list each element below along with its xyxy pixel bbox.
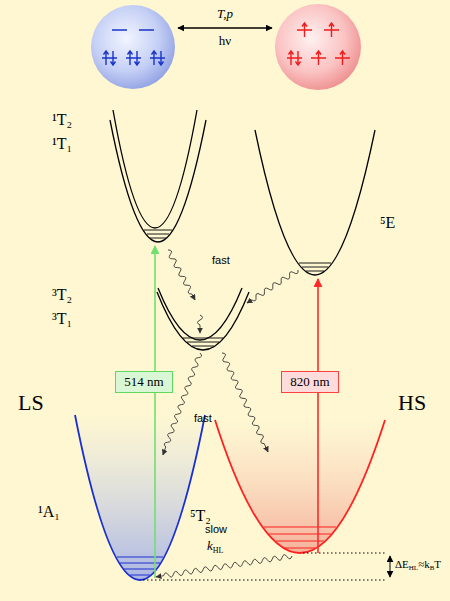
- wavelength-box: 514 nm: [115, 371, 172, 393]
- low-spin-curve: [75, 415, 205, 580]
- excited-state-curves: [110, 110, 375, 350]
- term-symbol: ¹T₂: [52, 112, 72, 128]
- vibrational-levels: [144, 230, 331, 346]
- rate-label: slow: [205, 524, 227, 535]
- dotted-line: [303, 553, 386, 554]
- spin-down-arrow: [135, 51, 140, 65]
- excitation-arrow: [317, 279, 319, 553]
- spin-up-arrow: [128, 51, 133, 65]
- low-spin-vibrational-levels: [117, 557, 163, 575]
- potential-curve: [158, 288, 242, 340]
- vibrational-level: [299, 263, 331, 271]
- rate-label: fast: [194, 413, 212, 424]
- energy-gap-label: ≈k: [418, 559, 430, 570]
- term-symbol: ³T₁: [52, 311, 72, 327]
- excitation-arrow: [154, 246, 156, 578]
- low-spin-sphere: [91, 5, 175, 89]
- relaxation-arrows: [156, 250, 298, 577]
- term-symbol: ¹A₁: [38, 504, 60, 520]
- term-symbol: ¹T₁: [52, 136, 72, 152]
- low-spin-well-shading: [75, 415, 205, 580]
- term-symbol: ⁵T₂: [190, 508, 211, 524]
- wavelength-box: 820 nm: [281, 371, 338, 393]
- spin-state-label: HS: [398, 392, 426, 414]
- spin-up-arrow: [316, 51, 321, 65]
- subscript: HL: [409, 565, 418, 572]
- term-symbol: ³T₂: [52, 287, 72, 303]
- high-spin-sphere: [275, 4, 361, 90]
- wavy-arrow: [168, 250, 195, 300]
- spin-up-arrow: [302, 23, 307, 37]
- t2g-levels: [102, 57, 165, 58]
- rate-label: fast: [212, 255, 230, 266]
- condition-label: T,p: [217, 7, 233, 20]
- subscript: B: [430, 565, 435, 572]
- spin-down-arrow: [296, 51, 301, 65]
- potential-curve: [110, 120, 206, 242]
- spin-up-arrow: [340, 51, 345, 65]
- potential-curve: [255, 130, 375, 275]
- potential-curve: [113, 110, 197, 228]
- high-spin-vibrational-levels: [264, 527, 336, 548]
- vibrational-level: [183, 338, 223, 346]
- wavelength-label: 514 nm: [124, 375, 163, 389]
- eg-levels: [297, 29, 339, 30]
- energy-gap-label: ΔE: [395, 559, 409, 570]
- wavy-arrow: [198, 315, 203, 333]
- wavy-arrow: [163, 353, 202, 455]
- wavy-arrow: [222, 353, 268, 452]
- rate-constant: k: [207, 539, 213, 552]
- wavelength-label: 820 nm: [290, 375, 329, 389]
- vibrational-level: [264, 527, 336, 548]
- spin-down-arrow: [111, 51, 116, 65]
- low-spin-orbitals: [102, 30, 165, 65]
- high-spin-orbitals: [287, 23, 350, 65]
- spin-up-arrow: [289, 51, 294, 65]
- dotted-line: [143, 580, 386, 581]
- wavy-arrow: [247, 270, 298, 303]
- eg-levels: [112, 29, 154, 30]
- spin-state-label: LS: [18, 392, 44, 414]
- high-spin-well-shading: [215, 420, 385, 553]
- equilibrium-arrow: [178, 27, 272, 28]
- energy-gap-arrow: [390, 556, 391, 577]
- spin-up-arrow: [329, 23, 334, 37]
- energy-gap-lines: [143, 553, 386, 580]
- spin-down-arrow: [159, 51, 164, 65]
- spin-up-arrow: [152, 51, 157, 65]
- energy-gap-label: T: [434, 559, 441, 570]
- spin-up-arrow: [104, 51, 109, 65]
- vibrational-level: [117, 557, 163, 575]
- term-symbol: ⁵E: [380, 215, 395, 231]
- vibrational-level: [144, 230, 172, 238]
- wavy-arrow: [156, 555, 292, 577]
- light-label: hν: [219, 34, 231, 47]
- high-spin-curve: [215, 420, 385, 553]
- subscript: HL: [213, 547, 224, 555]
- potential-curve: [157, 292, 249, 350]
